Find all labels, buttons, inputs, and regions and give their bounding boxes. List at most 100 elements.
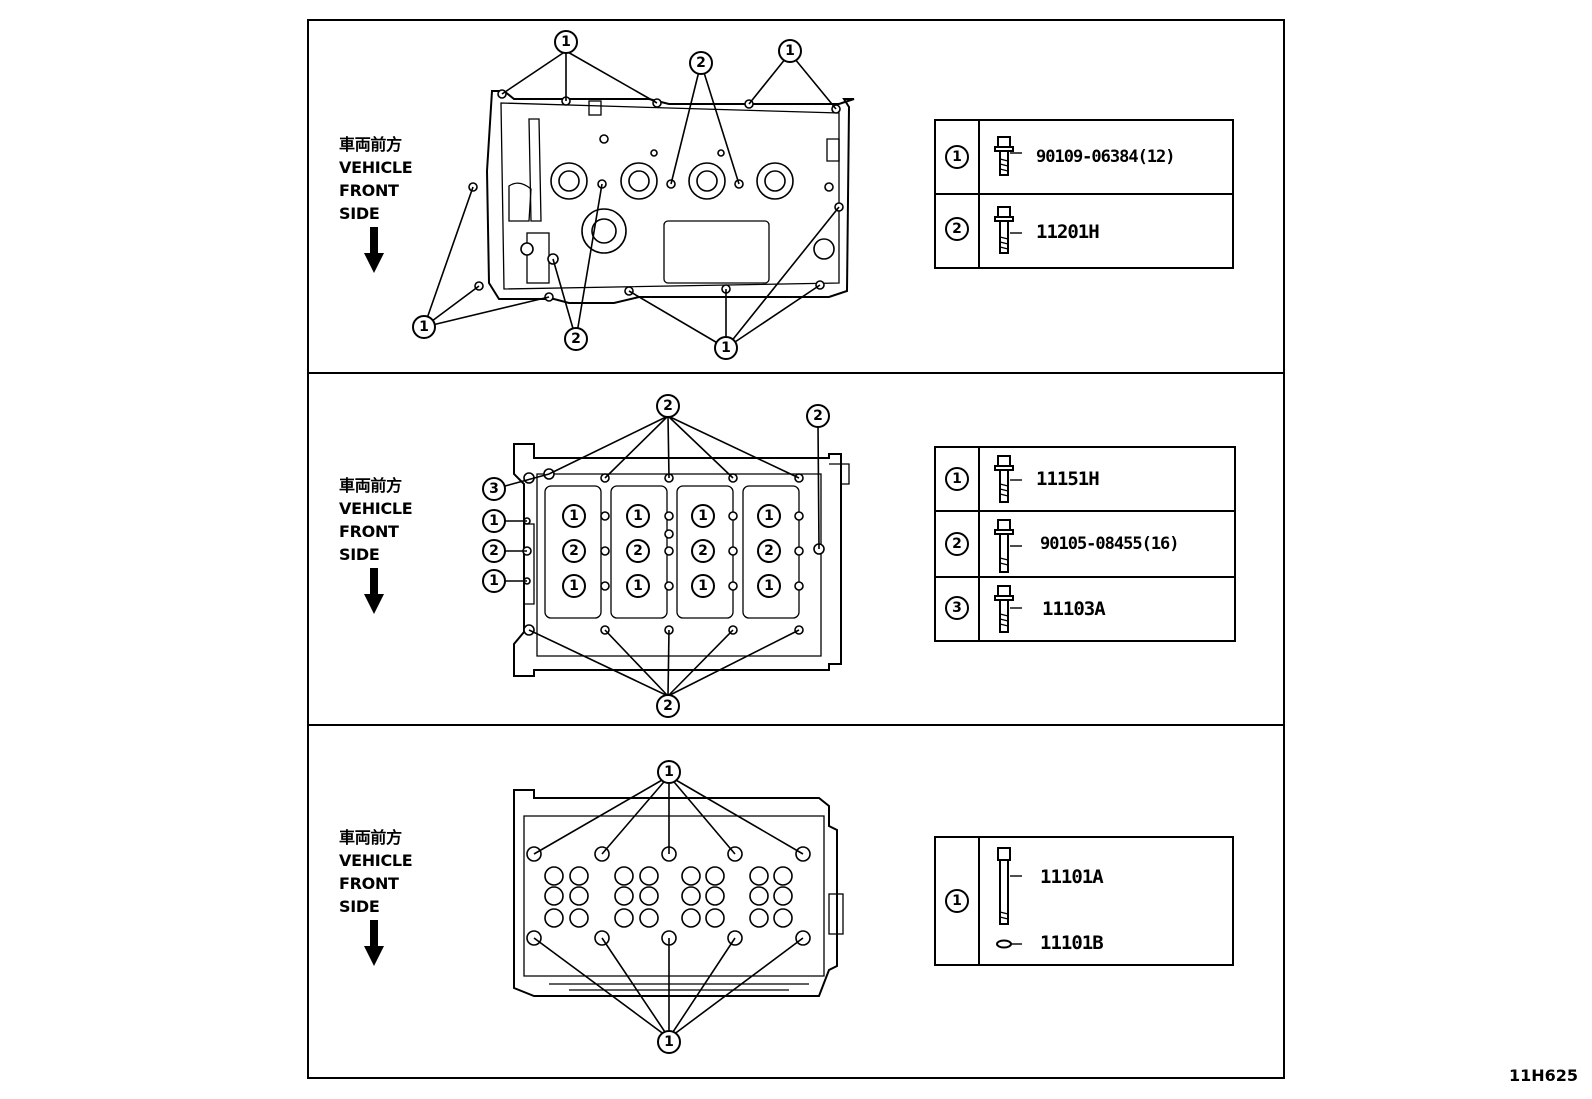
part-number: 90105-08455(16): [1040, 534, 1180, 554]
svg-text:1: 1: [633, 508, 643, 524]
svg-text:1: 1: [633, 578, 643, 594]
callout-2: 2: [757, 539, 781, 563]
port-hole: [639, 886, 659, 906]
svg-text:1: 1: [419, 319, 429, 335]
port-hole: [614, 908, 634, 928]
callout-1: 1: [482, 509, 506, 533]
legend-number-badge: 1: [945, 467, 969, 491]
callout-1: 1: [757, 504, 781, 528]
callout-1: 1: [562, 574, 586, 598]
svg-text:2: 2: [764, 543, 774, 559]
port-hole: [544, 886, 564, 906]
svg-text:1: 1: [569, 578, 579, 594]
svg-text:3: 3: [489, 481, 499, 497]
part-number: 11101B: [1040, 932, 1104, 954]
callout-2: 2: [656, 394, 680, 418]
svg-text:1: 1: [664, 1034, 674, 1050]
front-label-line1: VEHICLE: [339, 499, 413, 518]
port-hole: [681, 866, 701, 886]
vehicle-front-label: 車両前方 VEHICLE FRONT SIDE: [339, 133, 413, 225]
callout-1: 1: [691, 504, 715, 528]
callout-2: 2: [564, 327, 588, 351]
parts-legend: 1 11101A 11101B: [934, 836, 1234, 966]
flange-bolt-icon: [994, 455, 1022, 503]
down-arrow-icon: [364, 920, 384, 966]
svg-text:2: 2: [571, 331, 581, 347]
callout-1: 1: [778, 39, 802, 63]
illustration-frame: 車両前方 VEHICLE FRONT SIDE: [307, 19, 1285, 1079]
part-number: 11151H: [1036, 468, 1100, 490]
legend-number-badge: 2: [945, 532, 969, 556]
port-hole: [773, 886, 793, 906]
flange-bolt-icon: [994, 585, 1022, 633]
callout-1: 1: [412, 315, 436, 339]
callout-3: 3: [482, 477, 506, 501]
part-number: 90109-06384(12): [1036, 147, 1176, 167]
svg-text:2: 2: [663, 698, 673, 714]
callout-1: 1: [626, 504, 650, 528]
svg-text:2: 2: [696, 55, 706, 71]
callout-1: 1: [691, 574, 715, 598]
parts-legend: 1 11151H 2 90105: [934, 446, 1236, 642]
front-label-jp: 車両前方: [339, 135, 402, 154]
vehicle-front-label: 車両前方 VEHICLE FRONT SIDE: [339, 826, 413, 918]
callout-2: 2: [482, 539, 506, 563]
callout-1: 1: [657, 760, 681, 784]
svg-text:1: 1: [721, 340, 731, 356]
port-hole: [569, 866, 589, 886]
svg-text:2: 2: [569, 543, 579, 559]
parts-legend: 1 90109-06384(12) 2: [934, 119, 1234, 269]
port-hole: [544, 866, 564, 886]
part-number: 11201H: [1036, 221, 1100, 243]
front-label-line1: VEHICLE: [339, 851, 413, 870]
svg-text:1: 1: [664, 764, 674, 780]
svg-text:2: 2: [489, 543, 499, 559]
legend-number-badge: 1: [945, 889, 969, 913]
callout-1: 1: [657, 1030, 681, 1054]
svg-text:1: 1: [489, 513, 499, 529]
front-label-line3: SIDE: [339, 897, 380, 916]
front-label-line3: SIDE: [339, 204, 380, 223]
panel-camshaft-housing: 車両前方 VEHICLE FRONT SIDE: [309, 372, 1283, 725]
part-number: 11101A: [1040, 866, 1104, 888]
port-hole: [705, 886, 725, 906]
part-number: 11103A: [1042, 598, 1106, 620]
port-hole: [749, 908, 769, 928]
svg-text:1: 1: [569, 508, 579, 524]
port-hole: [749, 886, 769, 906]
front-label-line2: FRONT: [339, 874, 399, 893]
legend-number-column: 1: [936, 838, 980, 964]
vehicle-front-label: 車両前方 VEHICLE FRONT SIDE: [339, 474, 413, 566]
callout-2: 2: [562, 539, 586, 563]
callout-2: 2: [689, 51, 713, 75]
front-label-jp: 車両前方: [339, 828, 402, 847]
svg-text:1: 1: [764, 508, 774, 524]
front-label-jp: 車両前方: [339, 476, 402, 495]
callout-2: 2: [806, 404, 830, 428]
legend-row: 2 90105-08455(16): [936, 512, 1234, 578]
svg-text:1: 1: [561, 34, 571, 50]
legend-row: 2 11201H: [936, 195, 1232, 267]
svg-text:1: 1: [698, 578, 708, 594]
port-hole: [705, 866, 725, 886]
svg-text:1: 1: [698, 508, 708, 524]
svg-text:2: 2: [813, 408, 823, 424]
head-diagram: 1 1: [513, 760, 844, 1054]
housing-diagram: 2 2 3 1 2 1 1 2 1 1 2 1 1 2 1 1 2 1 2: [482, 394, 850, 718]
panel-cylinder-head-cover: 車両前方 VEHICLE FRONT SIDE: [309, 21, 1283, 372]
legend-row: 1 90109-06384(12): [936, 121, 1232, 195]
down-arrow-icon: [364, 227, 384, 273]
legend-number-badge: 3: [945, 596, 969, 620]
head-bolt-and-washer-icon: [996, 847, 1022, 949]
port-hole: [639, 908, 659, 928]
callout-1: 1: [482, 569, 506, 593]
front-label-line2: FRONT: [339, 522, 399, 541]
svg-text:2: 2: [698, 543, 708, 559]
front-label-line1: VEHICLE: [339, 158, 413, 177]
callout-1: 1: [562, 504, 586, 528]
front-label-line3: SIDE: [339, 545, 380, 564]
port-hole: [569, 908, 589, 928]
port-hole: [544, 908, 564, 928]
legend-number-badge: 2: [945, 217, 969, 241]
callout-1: 1: [554, 30, 578, 54]
